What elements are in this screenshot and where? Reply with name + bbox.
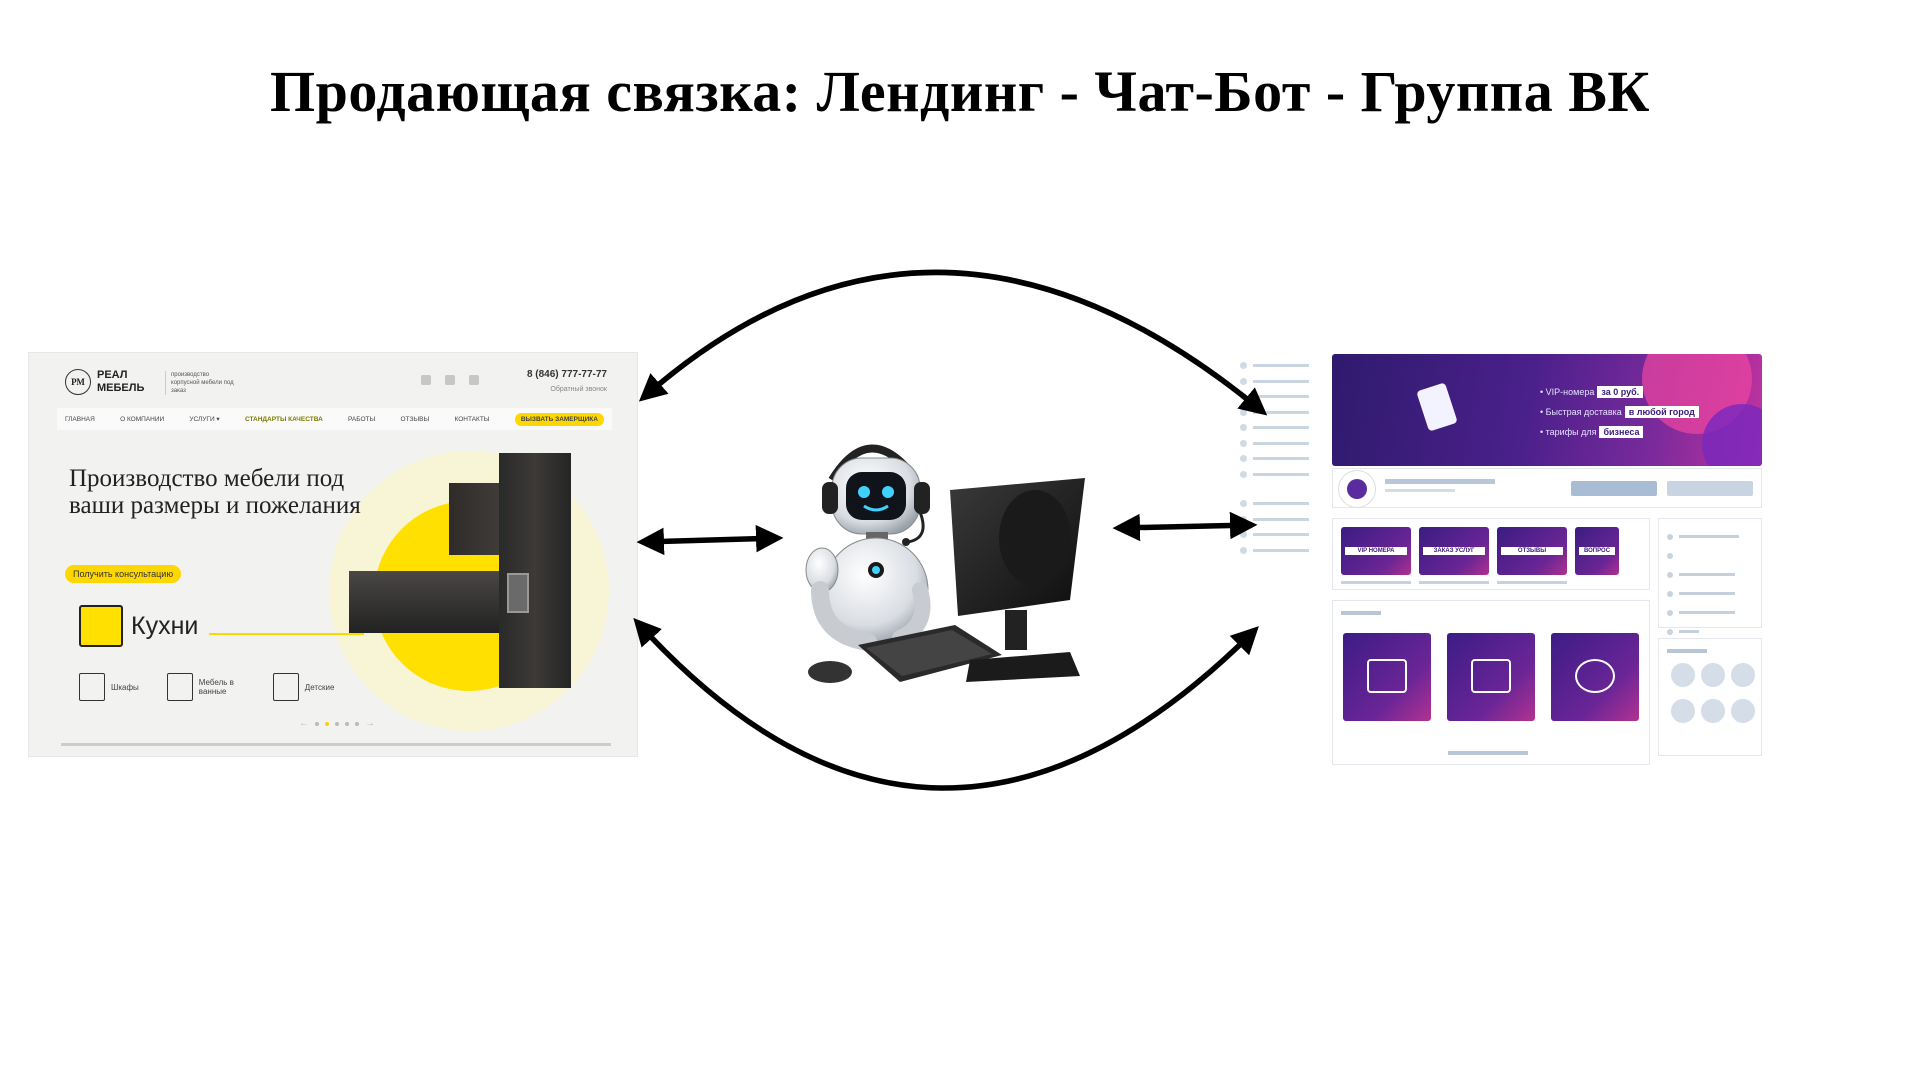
landing-nav-item: СТАНДАРТЫ КАЧЕСТВА	[244, 415, 323, 423]
landing-category: Детские	[272, 673, 335, 701]
landing-nav-item: РАБОТЫ	[348, 415, 376, 423]
vk-product-card	[1343, 633, 1431, 721]
landing-main-category: Кухни	[79, 605, 198, 647]
landing-nav-item: УСЛУГИ ▾	[189, 416, 220, 423]
landing-nav-item: ГЛАВНАЯ	[65, 415, 95, 423]
vk-sidebar-item	[1240, 496, 1318, 512]
bidirectional-arrow-icon	[1112, 511, 1258, 542]
vk-sidebar-item	[1240, 389, 1318, 405]
bathroom-furniture-icon	[166, 673, 193, 701]
vk-sidebar-item	[1240, 451, 1318, 467]
landing-social-icons	[421, 375, 479, 385]
vk-group-menu: VIP НОМЕРА ЗАКАЗ УСЛУГ ОТЗЫВЫ ВОПРОС	[1332, 518, 1650, 590]
slider-dot	[335, 721, 339, 726]
vk-sidebar-item	[1240, 512, 1318, 528]
landing-nav-item: О КОМПАНИИ	[120, 415, 165, 423]
vk-products-block	[1332, 600, 1650, 765]
vk-menu-underline	[1419, 581, 1489, 584]
landing-category-label: Мебель в ванные	[198, 678, 234, 696]
landing-callback-link: Обратный звонок	[550, 386, 607, 393]
landing-header: РМ РЕАЛ МЕБЕЛЬ производство корпусной ме…	[29, 353, 637, 405]
vk-sidebar-item	[1240, 358, 1318, 374]
vk-sidebar-item	[1240, 467, 1318, 483]
vk-sidebar	[1240, 358, 1318, 558]
slider-dot	[315, 721, 319, 726]
vk-sidebar-item	[1240, 527, 1318, 543]
vk-icon	[421, 375, 431, 385]
landing-slider-dots: ← →	[299, 718, 375, 729]
vk-sidebar-item	[1240, 420, 1318, 436]
kitchen-image	[349, 571, 509, 633]
bidirectional-arrow-icon	[638, 269, 1268, 416]
landing-category: Мебель в ванные	[166, 673, 245, 701]
landing-page-screenshot: РМ РЕАЛ МЕБЕЛЬ производство корпусной ме…	[28, 352, 638, 757]
vk-group-header	[1332, 468, 1762, 508]
kitchen-oven	[507, 573, 529, 613]
vk-product-card	[1551, 633, 1639, 721]
kitchen-upper-cabinet	[449, 483, 504, 555]
vk-menu-tile: VIP НОМЕРА	[1341, 527, 1411, 575]
vk-sidebar-item	[1240, 374, 1318, 390]
landing-cta-button: Получить консультацию	[65, 565, 182, 583]
vk-group-status-placeholder	[1385, 489, 1455, 492]
avatar	[1339, 471, 1375, 507]
kids-furniture-icon	[272, 673, 299, 701]
landing-category-underline	[209, 633, 364, 635]
landing-nav-item: КОНТАКТЫ	[454, 415, 490, 423]
robot-operator-icon	[805, 444, 1085, 683]
landing-category-label: Детские	[304, 682, 335, 692]
landing-logo-text: РЕАЛ МЕБЕЛЬ	[97, 369, 144, 395]
vk-menu-underline	[1497, 581, 1567, 584]
landing-category: Шкафы	[79, 673, 139, 701]
landing-bottom-bar	[61, 743, 611, 746]
landing-nav: ГЛАВНАЯ О КОМПАНИИ УСЛУГИ ▾ СТАНДАРТЫ КА…	[57, 408, 612, 430]
vk-menu-underline	[1341, 581, 1411, 584]
slider-dot	[325, 721, 329, 726]
money-icon	[1471, 659, 1511, 693]
kitchen-icon	[79, 605, 123, 647]
wardrobe-icon	[79, 673, 105, 701]
vk-info-block	[1658, 518, 1762, 635]
chevron-left-icon: ←	[299, 718, 309, 729]
slider-dot	[345, 721, 349, 726]
bidirectional-arrow-icon	[636, 524, 784, 556]
vk-sidebar-item	[1240, 436, 1318, 452]
globe-icon	[1575, 659, 1615, 693]
vk-menu-tile: ЗАКАЗ УСЛУГ	[1419, 527, 1489, 575]
phone-number-icon	[1367, 659, 1407, 693]
vk-message-button	[1667, 481, 1753, 496]
vk-group-name-placeholder	[1385, 479, 1495, 484]
vk-subscribe-button	[1571, 481, 1657, 496]
chevron-right-icon: →	[365, 718, 375, 729]
slider-dot	[355, 721, 359, 726]
vk-menu-tile: ВОПРОС	[1575, 527, 1619, 575]
landing-logo-line2: МЕБЕЛЬ	[97, 382, 145, 394]
vk-sidebar-item	[1240, 405, 1318, 421]
landing-phone: 8 (846) 777-77-77	[526, 369, 607, 380]
facebook-icon	[469, 375, 479, 385]
landing-main-category-label: Кухни	[131, 611, 199, 640]
sim-card-icon	[1416, 382, 1458, 432]
vk-members-block	[1658, 638, 1762, 756]
vk-menu-tile: ОТЗЫВЫ	[1497, 527, 1567, 575]
kitchen-tall-cabinet	[499, 453, 571, 688]
landing-logo-mark: РМ	[65, 369, 91, 395]
landing-nav-button: ВЫЗВАТЬ ЗАМЕРЩИКА	[514, 412, 604, 426]
landing-logo-line1: РЕАЛ	[97, 369, 128, 381]
landing-nav-item: ОТЗЫВЫ	[400, 415, 430, 423]
landing-tagline: производство корпусной мебели под заказ	[165, 371, 235, 395]
instagram-icon	[445, 375, 455, 385]
vk-sidebar-item	[1240, 543, 1318, 559]
landing-category-label: Шкафы	[111, 682, 139, 692]
landing-hero-heading: Производство мебели под ваши размеры и п…	[69, 465, 361, 519]
diagram-title: Продающая связка: Лендинг - Чат-Бот - Гр…	[270, 59, 1650, 124]
vk-product-card	[1447, 633, 1535, 721]
landing-categories: Шкафы Мебель в ванные Детские	[79, 673, 334, 701]
